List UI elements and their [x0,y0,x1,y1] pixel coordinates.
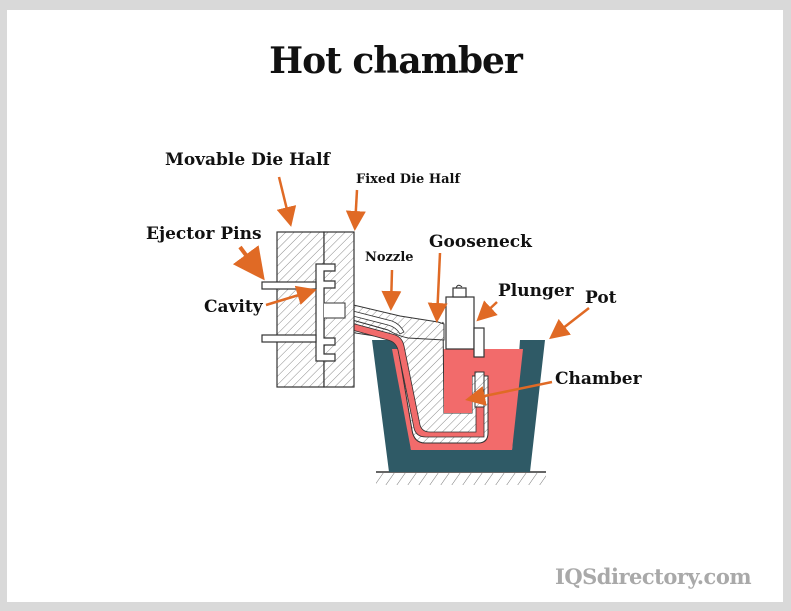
chamber-well [444,349,472,413]
arrow-pot [549,307,590,340]
nozzle [344,302,445,341]
label-chamber: Chamber [555,369,642,389]
label-pot: Pot [585,288,617,308]
label-cavity: Cavity [204,297,263,317]
nozzle-bore [344,308,405,335]
label-nozzle: Nozzle [365,250,414,265]
arrow-chamber [465,380,553,406]
label-ejector-pins: Ejector Pins [146,224,262,244]
arrow-gooseneck [427,252,448,323]
label-gooseneck: Gooseneck [429,232,532,252]
label-fixed-die-half: Fixed Die Half [356,172,461,187]
pot [372,340,545,472]
diagram-title: Hot chamber [269,40,523,82]
label-plunger: Plunger [498,281,574,301]
arrow-ejector-pins [232,245,265,281]
arrow-nozzle [381,269,402,311]
ejector-pin-lower [261,334,317,343]
ground [376,471,546,485]
die-assembly [261,231,355,388]
arrow-fixed-die-half [345,189,366,231]
cavity [315,263,336,362]
label-movable-die-half: Movable Die Half [165,150,330,170]
leader-arrows [232,176,590,406]
watermark: IQSdirectory.com [555,564,752,589]
arrow-plunger [476,300,498,322]
ejector-pin-upper [261,281,317,290]
arrow-cavity [265,285,317,307]
arrow-movable-die-half [276,176,297,227]
